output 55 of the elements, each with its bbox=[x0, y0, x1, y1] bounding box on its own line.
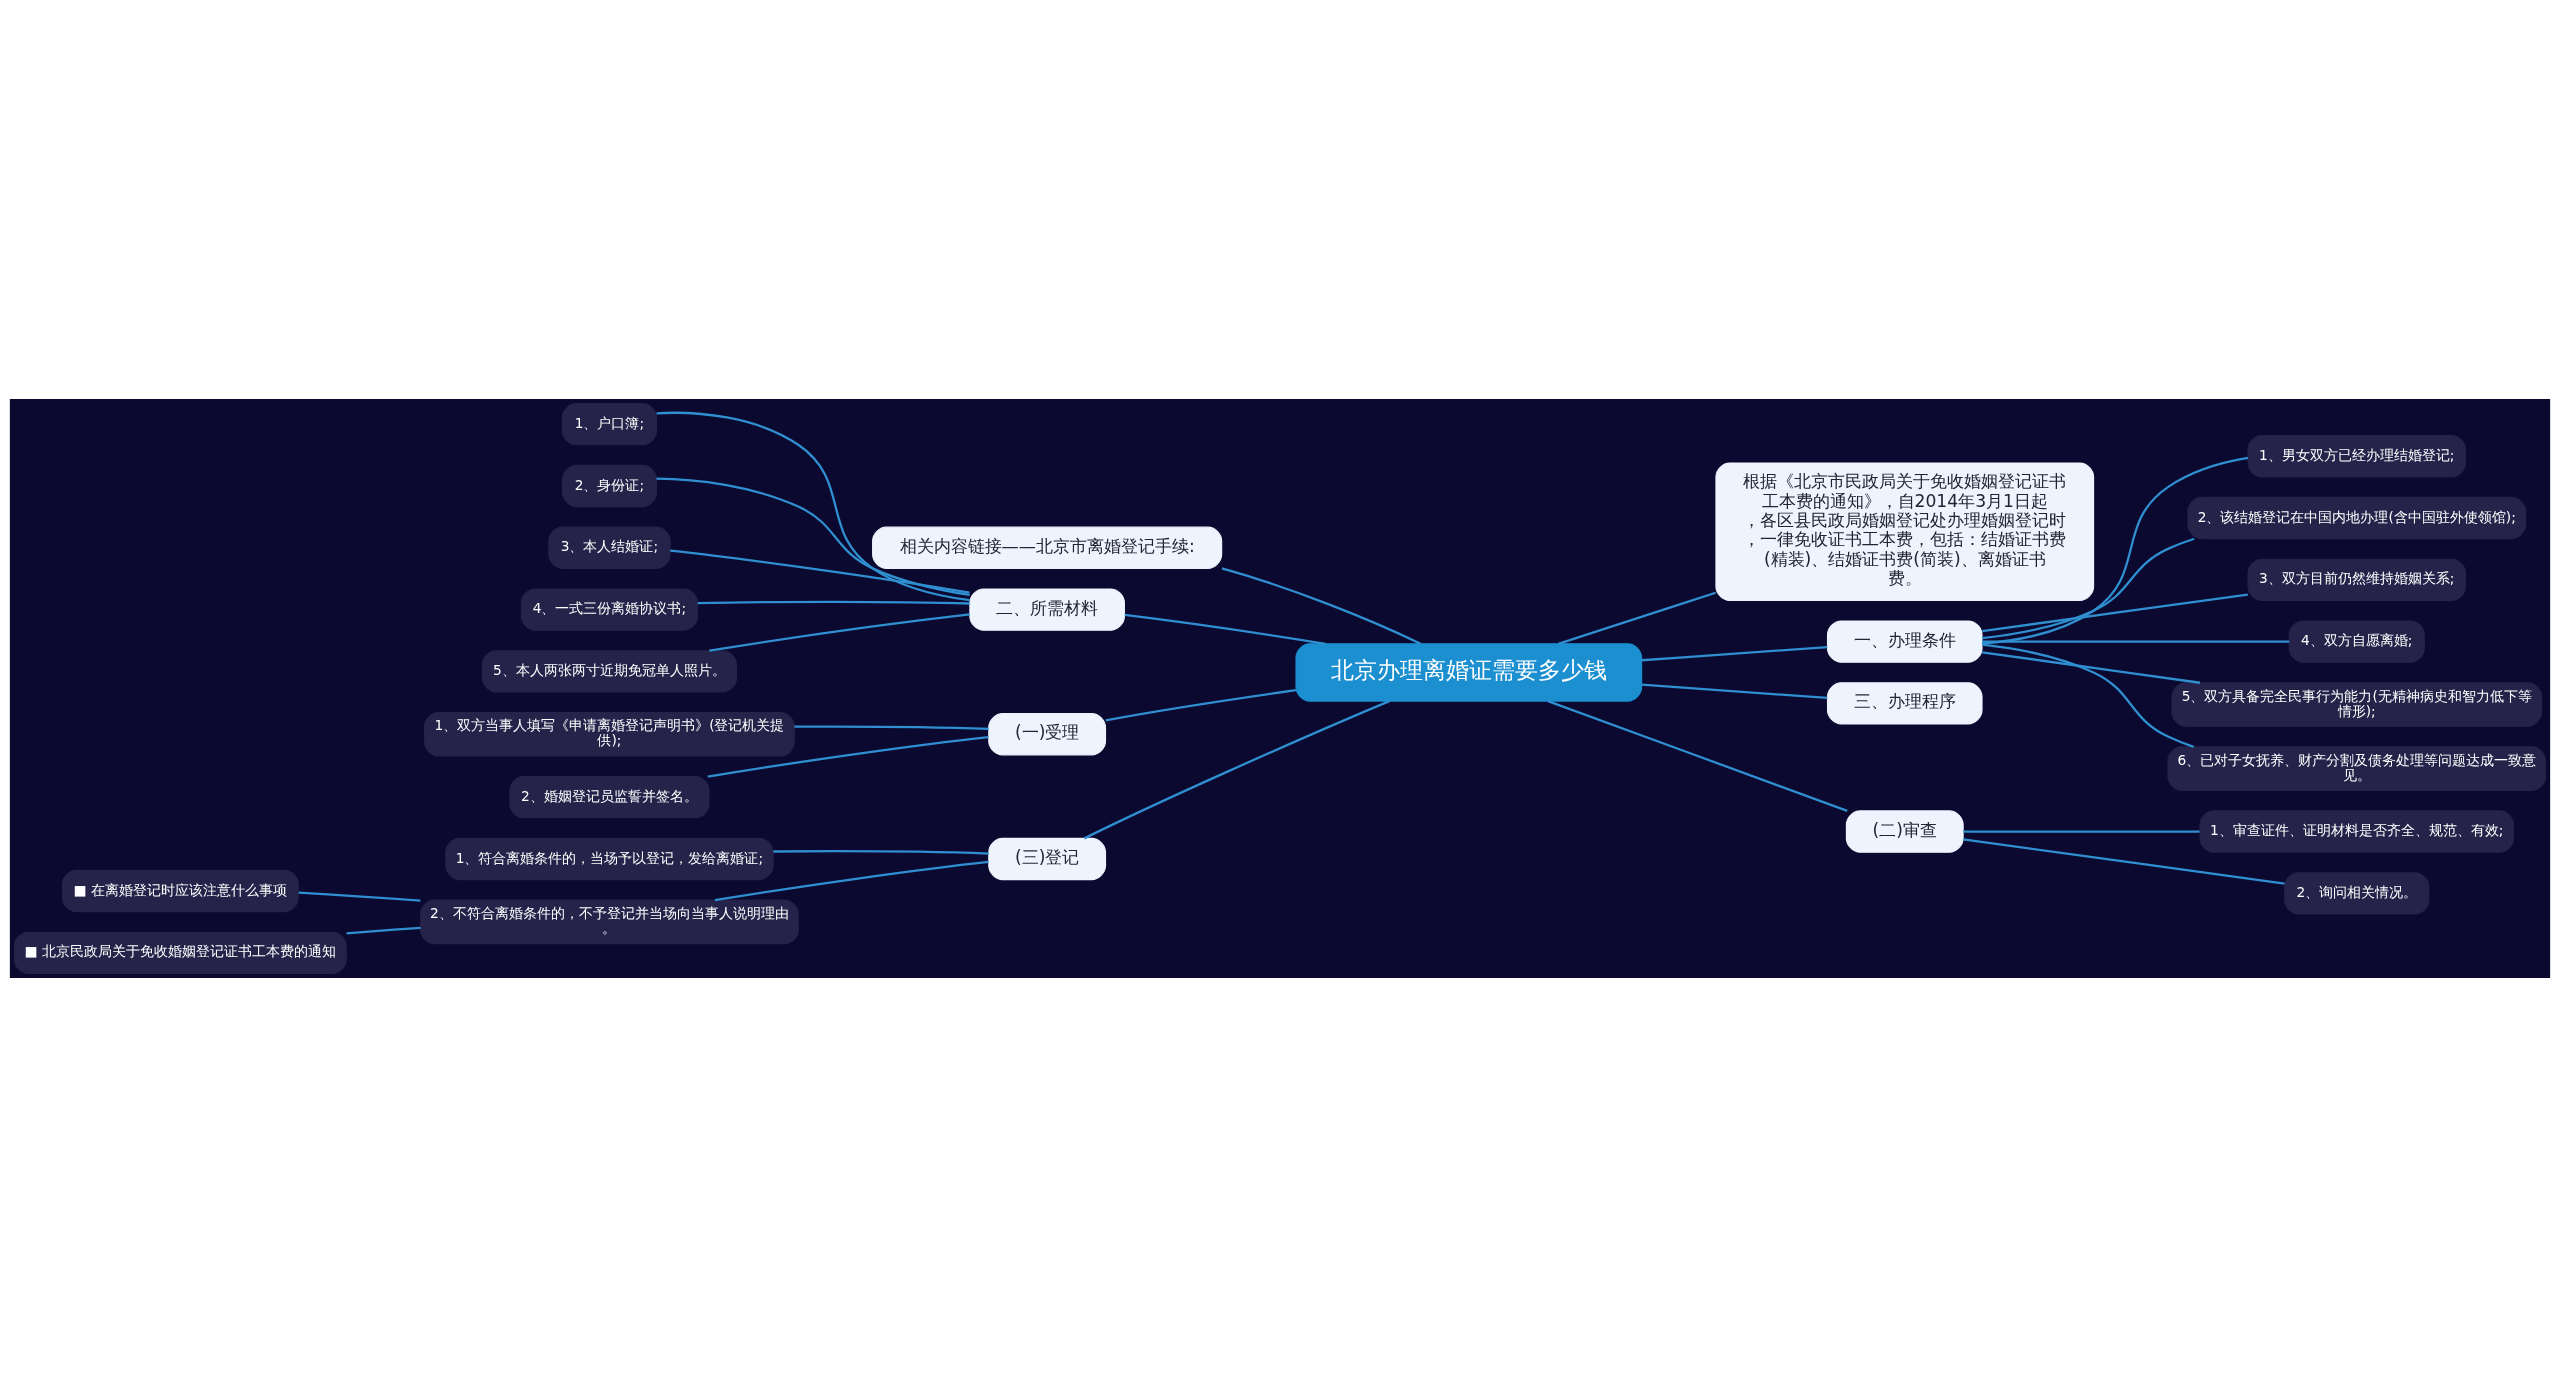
connector bbox=[656, 411, 970, 602]
node-box: 1、双方当事人填写《申请离婚登记声明书》(登记机关提供); bbox=[424, 711, 795, 757]
node-box: 3、本人结婚证; bbox=[548, 526, 671, 569]
node-box: 6、已对子女抚养、财产分割及债务处理等问题达成一致意见。 bbox=[2167, 746, 2547, 791]
connector bbox=[1982, 456, 2249, 645]
node-box: 5、双方具备完全民事行为能力(无精神病史和智力低下等情形); bbox=[2171, 682, 2543, 727]
connector bbox=[1547, 700, 1848, 812]
node-box: 1、审查证件、证明材料是否齐全、规范、有效; bbox=[2199, 810, 2515, 853]
node-box: 北京办理离婚证需要多少钱 bbox=[1295, 643, 1643, 702]
node-box: ■ 北京民政局关于免收婚姻登记证书工本费的通知 bbox=[13, 931, 347, 974]
connector bbox=[794, 725, 989, 730]
connector bbox=[697, 600, 970, 605]
connector bbox=[707, 736, 989, 778]
node-box: 相关内容链接——北京市离婚登记手续: bbox=[872, 526, 1223, 569]
node-box: 1、符合离婚条件的，当场予以登记，发给离婚证; bbox=[445, 837, 774, 881]
connector bbox=[1221, 567, 1422, 645]
connector bbox=[1982, 651, 2201, 684]
node-box: 4、一式三份离婚协议书; bbox=[520, 588, 699, 631]
connector bbox=[1963, 830, 2200, 833]
node-box: (三)登记 bbox=[988, 837, 1107, 881]
connector bbox=[1557, 591, 1716, 645]
node-box: 2、询问相关情况。 bbox=[2284, 872, 2430, 915]
connector bbox=[670, 549, 970, 594]
connector bbox=[773, 850, 989, 855]
node-box: 2、不符合离婚条件的，不予登记并当场向当事人说明理由。 bbox=[420, 899, 799, 945]
node-box: 二、所需材料 bbox=[969, 588, 1125, 631]
connector bbox=[346, 926, 421, 935]
connector bbox=[709, 613, 970, 652]
node-box: (一)受理 bbox=[988, 713, 1107, 756]
connector bbox=[1641, 683, 1828, 700]
node-box: 3、双方目前仍然维持婚姻关系; bbox=[2247, 558, 2467, 601]
node-box: 根据《北京市民政局关于免收婚姻登记证书工本费的通知》，自2014年3月1日起，各区县民政局婚姻登记处办理婚姻登记时，一律免收证书工本费，包括：结婚证书费(精装)、结婚证书费(简装)、离婚证书费。 bbox=[1715, 462, 2095, 601]
connector bbox=[1981, 537, 2195, 640]
connector bbox=[1982, 593, 2248, 633]
node-box: (二)审查 bbox=[1845, 810, 1964, 853]
connector bbox=[656, 477, 970, 597]
node-box: 1、户口簿; bbox=[561, 403, 657, 446]
connector bbox=[1982, 643, 2194, 748]
node-box: 2、身份证; bbox=[561, 464, 657, 508]
connector bbox=[298, 891, 421, 902]
connector bbox=[714, 860, 989, 902]
node-box: 2、该结婚登记在中国内地办理(含中国驻外使领馆); bbox=[2187, 496, 2527, 540]
node-box: ■ 在离婚登记时应该注意什么事项 bbox=[61, 869, 299, 913]
node-box: 2、婚姻登记员监誓并签名。 bbox=[509, 776, 710, 819]
connector bbox=[1641, 645, 1828, 662]
connector bbox=[1982, 640, 2290, 643]
connector bbox=[1963, 838, 2285, 885]
node-box: 一、办理条件 bbox=[1826, 620, 1983, 663]
connector bbox=[1124, 613, 1326, 645]
node-box: 三、办理程序 bbox=[1826, 682, 1983, 725]
node-box: 5、本人两张两寸近期免冠单人照片。 bbox=[481, 650, 738, 693]
node-box: 4、双方自愿离婚; bbox=[2288, 620, 2425, 663]
node-box: 1、男女双方已经办理结婚登记; bbox=[2247, 435, 2467, 478]
connector bbox=[1083, 700, 1390, 840]
connector bbox=[1105, 689, 1297, 722]
